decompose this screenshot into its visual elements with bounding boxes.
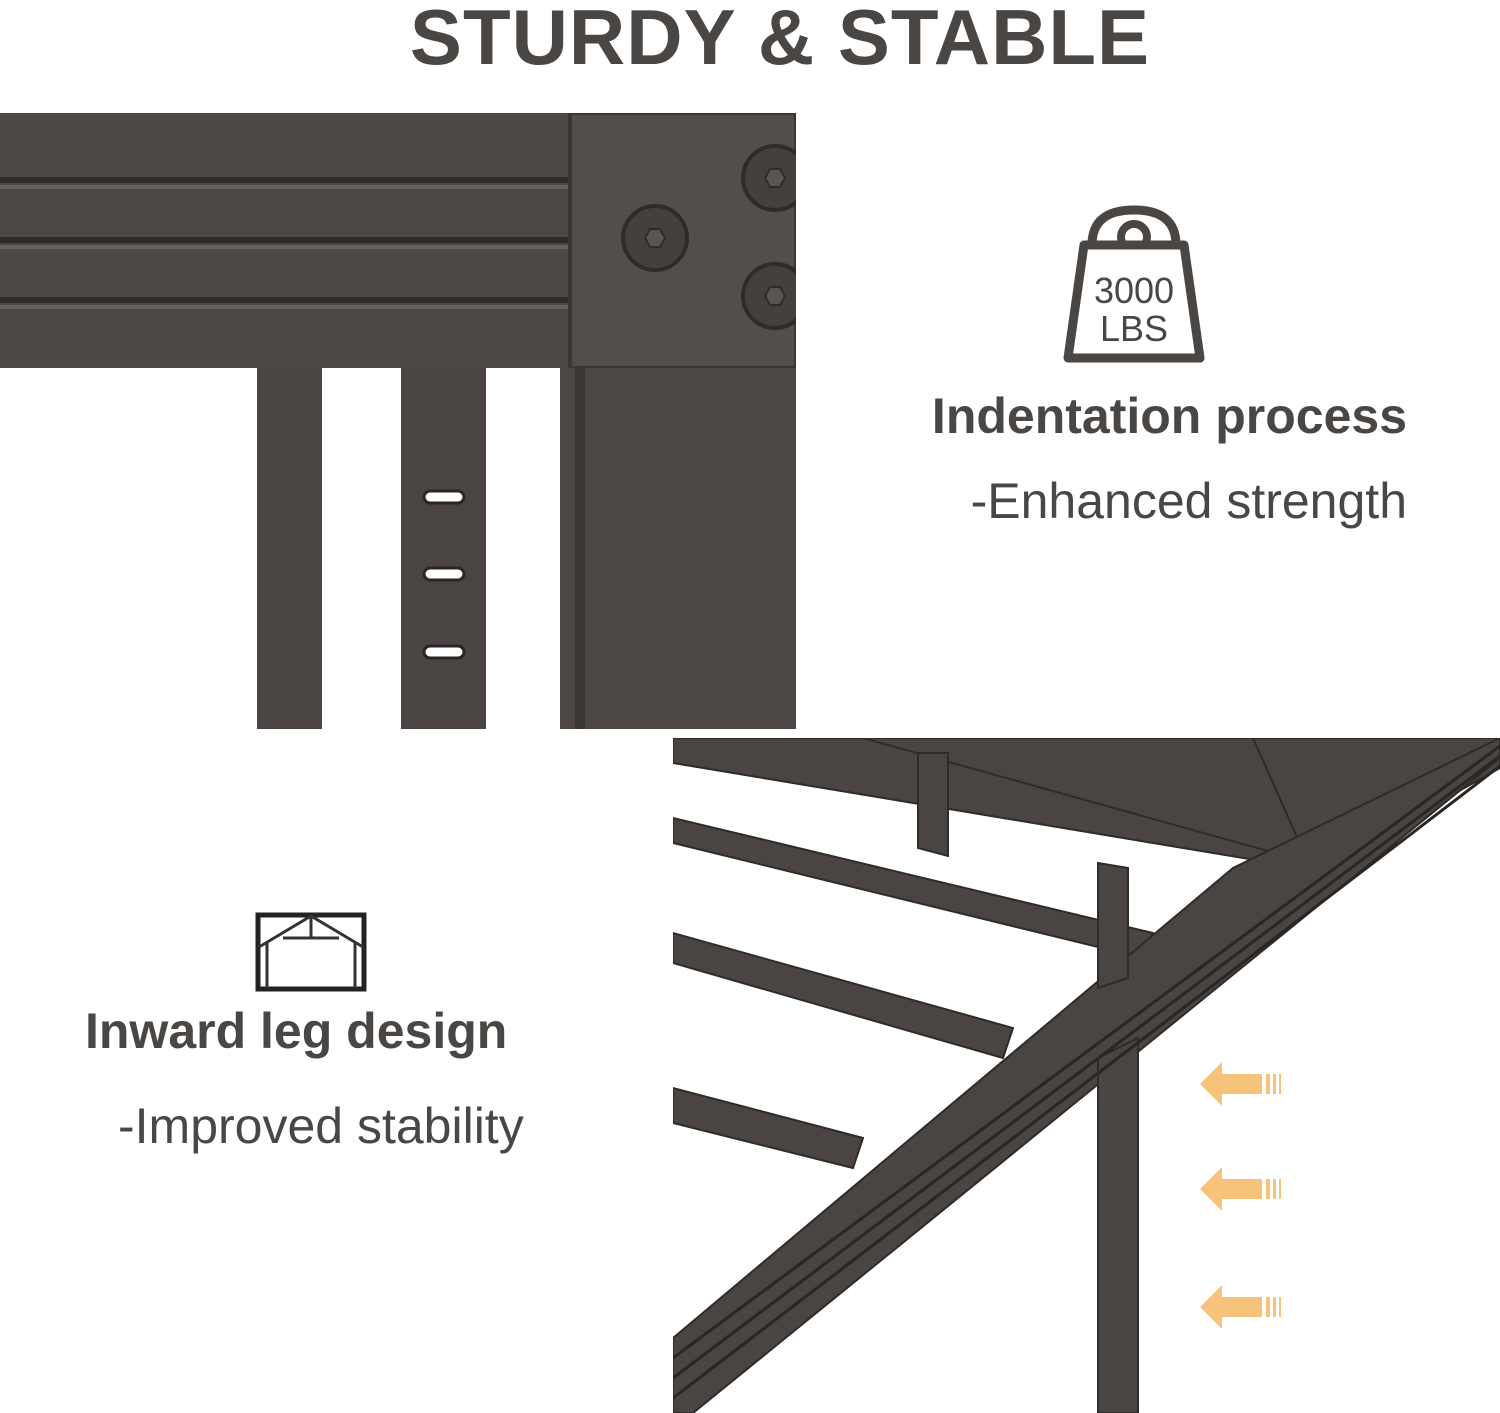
headboard-corner-photo — [0, 113, 796, 729]
weight-unit: LBS — [1100, 308, 1168, 349]
bed-frame-legs-photo — [673, 738, 1500, 1413]
feature-heading: Inward leg design — [85, 1003, 508, 1059]
weight-value: 3000 — [1094, 270, 1174, 311]
house-frame-icon — [255, 912, 367, 992]
arrow-left-icon — [1200, 1285, 1281, 1329]
arrow-left-icon — [1200, 1167, 1281, 1211]
arrow-left-icon — [1200, 1062, 1281, 1106]
feature-heading: Indentation process — [931, 388, 1407, 444]
feature-subtext: -Enhanced strength — [970, 473, 1407, 529]
page-title: STURDY & STABLE — [409, 0, 1151, 81]
feature-subtext: -Improved stability — [118, 1098, 524, 1154]
weight-icon: 3000 LBS — [1063, 205, 1205, 363]
